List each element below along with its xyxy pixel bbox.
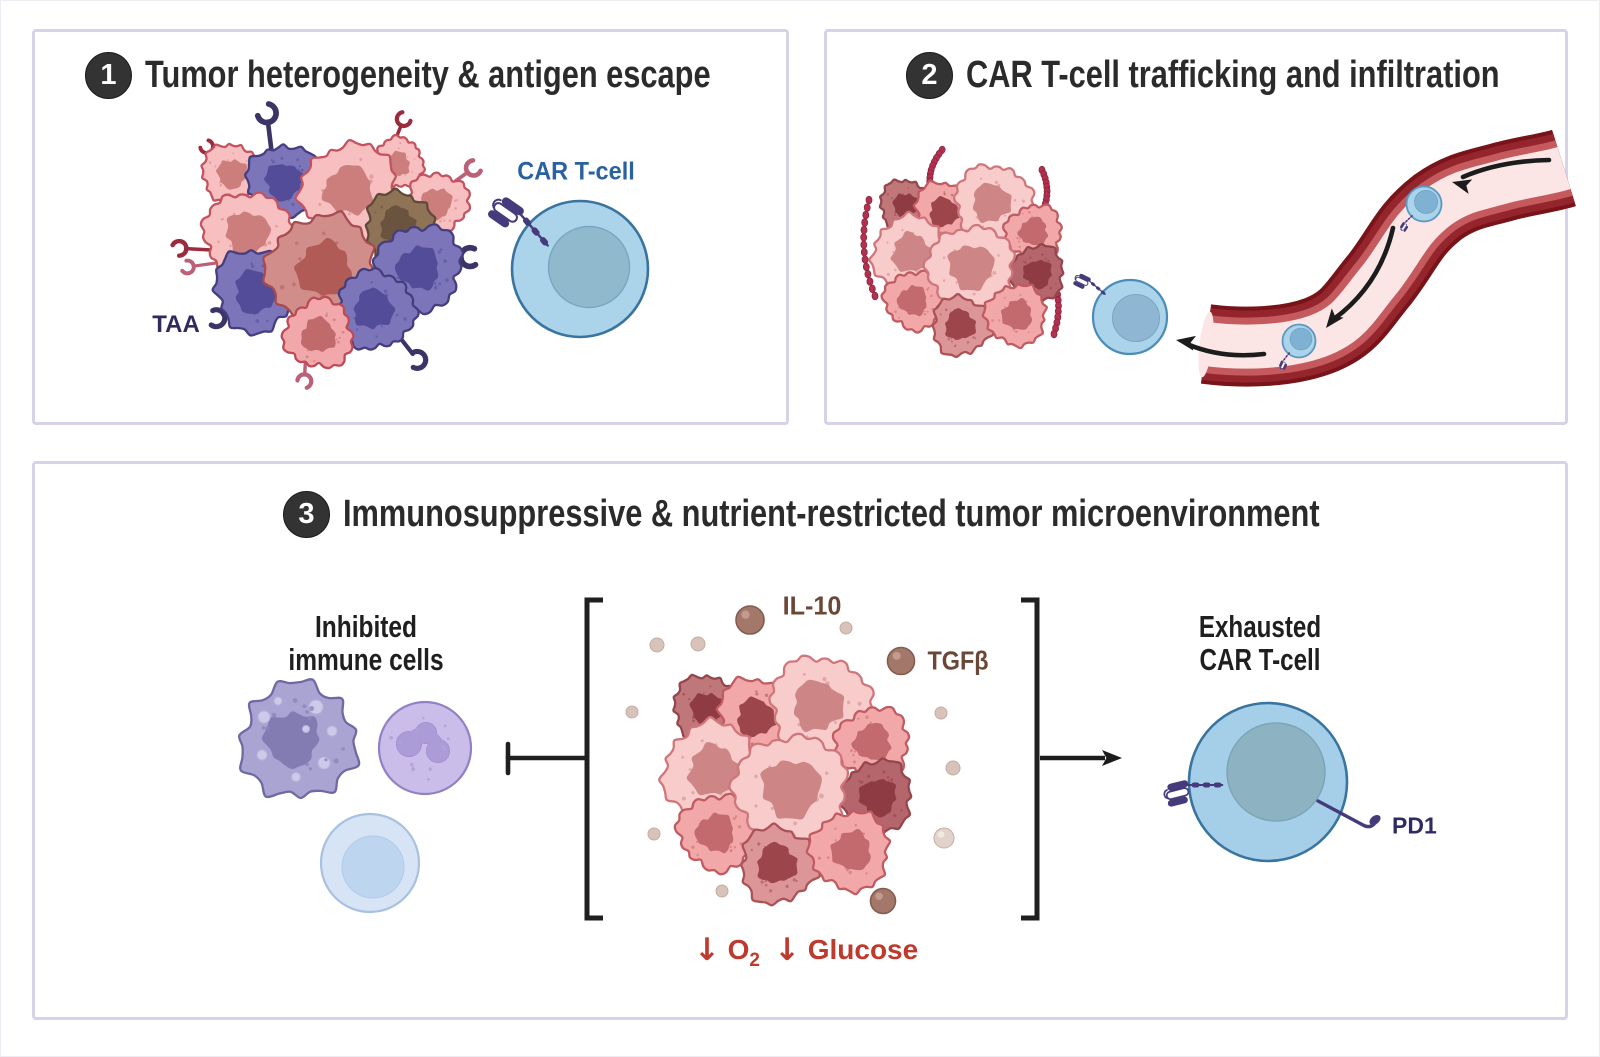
- pd1-label: PD1: [1392, 812, 1437, 839]
- panel1-number: 1: [100, 58, 117, 91]
- panel1-artwork: [172, 103, 650, 388]
- o2-base: O: [727, 934, 750, 966]
- glucose-label: Glucose: [807, 934, 919, 966]
- nutrient-restriction-label: ↓ O2↓ Glucose: [694, 934, 918, 972]
- tumor-cluster-heterogeneous: [194, 122, 483, 370]
- bracket-left: [584, 597, 603, 921]
- cytokine-dots: [625, 605, 961, 915]
- panel1-number-badge: 1: [85, 51, 132, 99]
- cell-nucleus: [1414, 189, 1439, 214]
- panel2-artwork: [857, 129, 1576, 387]
- down-arrow-icon-2: ↓: [773, 932, 800, 969]
- output-arrow: [1040, 750, 1122, 766]
- pd1-receptor: [1316, 799, 1381, 829]
- down-arrow-icon: ↓: [693, 932, 720, 969]
- exhausted-line2: CAR T-cell: [1199, 642, 1321, 677]
- tumor-cluster-tme: [643, 636, 931, 921]
- panel2-title: CAR T-cell trafficking and infiltration: [966, 53, 1500, 96]
- panel3-number: 3: [298, 497, 315, 530]
- panel3-number-badge: 3: [283, 490, 330, 538]
- cell-nucleus: [1112, 294, 1160, 342]
- flow-arrows: [1176, 157, 1552, 358]
- o2-subscript: 2: [749, 949, 760, 971]
- vessel-cut-face: [1198, 311, 1214, 378]
- panel3-header: 3 Immunosuppressive & nutrient-restricte…: [283, 490, 1549, 538]
- inhibited-line2: immune cells: [288, 642, 444, 677]
- lymphocyte-icon: [319, 812, 421, 914]
- tgfb-label: TGFβ: [927, 645, 989, 676]
- inhibition-tbar: [505, 741, 589, 776]
- bracket-right: [1021, 597, 1040, 921]
- o2-label: O2: [727, 934, 760, 971]
- antigen-chain: [1038, 165, 1051, 213]
- exhausted-car-t-cell: [1161, 701, 1381, 863]
- panel2-number: 2: [921, 58, 938, 91]
- car-t-cell-small: [1276, 323, 1317, 373]
- inhibited-immune-cells: [237, 678, 473, 914]
- inhibited-line1: Inhibited: [314, 609, 418, 644]
- exhausted-line1: Exhausted: [1198, 609, 1322, 644]
- car-t-cell-extravasated: [1068, 268, 1169, 356]
- panel2-number-badge: 2: [906, 51, 953, 99]
- panel3-artwork: [237, 597, 1381, 921]
- panel2-header: 2 CAR T-cell trafficking and infiltratio…: [906, 51, 1600, 99]
- blood-vessel: [1198, 129, 1576, 387]
- il10-label: IL-10: [782, 590, 842, 621]
- car-t-cell-label: CAR T-cell: [517, 157, 635, 186]
- taa-receptor-icon: [257, 103, 280, 155]
- panel1-header: 1 Tumor heterogeneity & antigen escape: [85, 51, 843, 99]
- panel1-title: Tumor heterogeneity & antigen escape: [145, 53, 711, 96]
- macrophage-icon: [237, 678, 361, 800]
- taa-receptor-icon: [179, 257, 218, 278]
- panel3-title: Immunosuppressive & nutrient-restricted …: [343, 492, 1320, 535]
- car-t-cell: [479, 186, 650, 339]
- cell-nucleus: [1289, 327, 1313, 351]
- cell-nucleus: [341, 835, 405, 899]
- neutrophil-icon: [377, 700, 473, 796]
- car-t-cell-small: [1397, 185, 1443, 234]
- cell-nucleus: [1226, 722, 1326, 822]
- cell-nucleus: [547, 225, 631, 309]
- taa-label: TAA: [152, 311, 200, 338]
- exhausted-car-t-cell-label: Exhausted CAR T-cell: [1199, 610, 1321, 676]
- antigen-chain: [860, 195, 879, 301]
- inhibited-immune-cells-label: Inhibited immune cells: [288, 610, 443, 676]
